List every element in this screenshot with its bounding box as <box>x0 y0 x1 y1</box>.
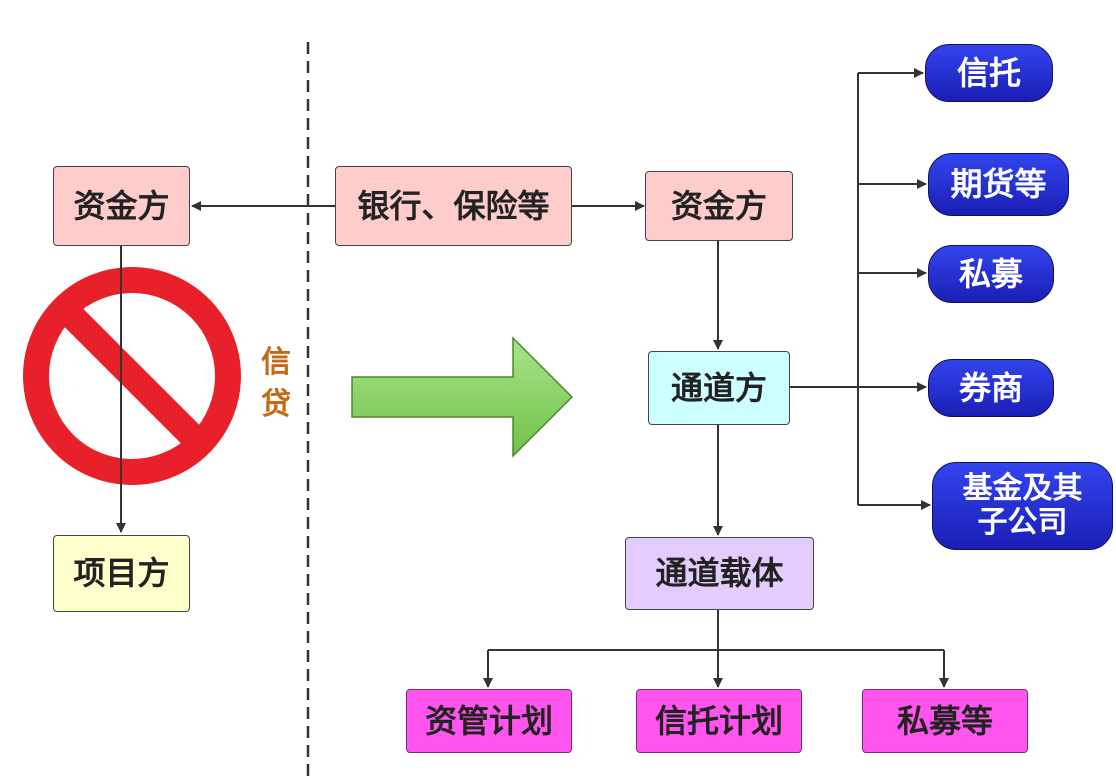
institution-node-trust: 信托 <box>925 44 1053 102</box>
product-node-trust-plan: 信托计划 <box>636 689 802 753</box>
no-entry-icon <box>23 267 241 485</box>
edges-channel-institutions <box>790 68 931 510</box>
product-node-private-etc: 私募等 <box>862 689 1028 753</box>
institution-node-broker: 券商 <box>928 359 1054 417</box>
big-right-arrow-icon <box>351 336 574 458</box>
institution-node-futures: 期货等 <box>928 153 1069 216</box>
carrier-node: 通道载体 <box>625 537 814 610</box>
edges-carrier-products <box>483 609 949 688</box>
institution-node-private: 私募 <box>928 245 1054 303</box>
product-node-asset-mgmt: 资管计划 <box>406 689 572 753</box>
left-funder-node: 资金方 <box>53 166 190 246</box>
project-node: 项目方 <box>53 535 190 612</box>
channel-node: 通道方 <box>648 351 790 425</box>
right-funder-node: 资金方 <box>645 171 793 241</box>
source-node: 银行、保险等 <box>335 166 572 246</box>
credit-label: 信贷 <box>261 345 291 422</box>
institution-node-fund: 基金及其 子公司 <box>932 462 1113 550</box>
